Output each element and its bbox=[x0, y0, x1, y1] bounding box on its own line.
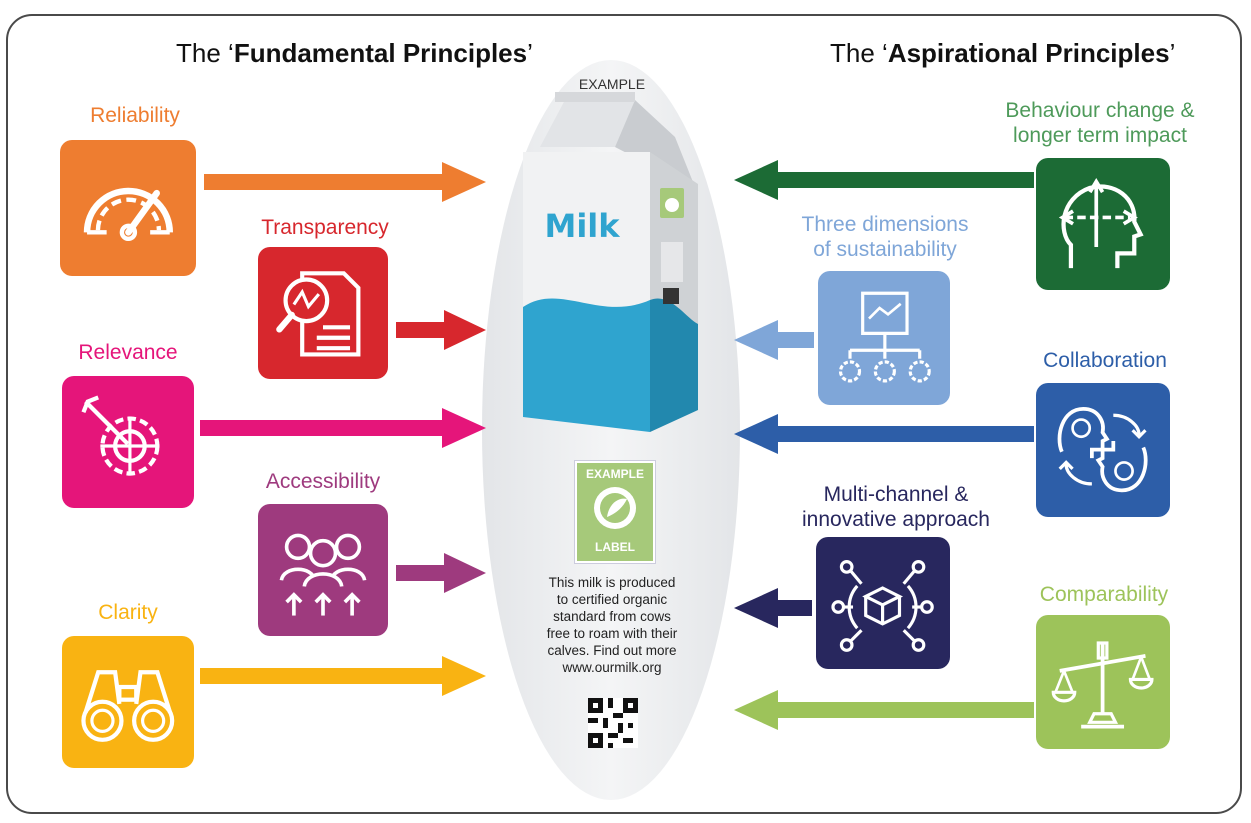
milk-carton-icon: Milk bbox=[523, 92, 698, 432]
accessibility-tile bbox=[258, 504, 388, 636]
scales-icon bbox=[1052, 641, 1154, 729]
reliability-arrow bbox=[204, 162, 486, 202]
relevance-arrow bbox=[200, 408, 486, 448]
fundamental-heading: The ‘Fundamental Principles’ bbox=[176, 38, 533, 68]
clarity-arrow bbox=[200, 656, 486, 696]
clarity-tile bbox=[62, 636, 194, 768]
reliability-tile bbox=[60, 140, 196, 276]
target-gear-icon bbox=[81, 395, 160, 476]
qr-code-icon bbox=[588, 698, 638, 748]
gauge-icon bbox=[83, 187, 173, 241]
behaviour-change-arrow bbox=[734, 160, 1034, 200]
label-top-text: EXAMPLE bbox=[585, 467, 644, 481]
comparability-tile bbox=[1036, 615, 1170, 749]
binoculars-icon bbox=[81, 670, 175, 743]
sustainability-arrow bbox=[734, 320, 814, 360]
comparability-label: Comparability bbox=[1039, 583, 1169, 606]
example-label-badge: EXAMPLE LABEL bbox=[575, 461, 655, 563]
document-gears-icon bbox=[839, 292, 931, 383]
sustainability-tile bbox=[818, 271, 950, 405]
transparency-tile bbox=[258, 247, 388, 379]
collaboration-arrow bbox=[734, 414, 1034, 454]
relevance-tile bbox=[62, 376, 194, 508]
clarity-label: Clarity bbox=[98, 601, 158, 624]
head-arrows-icon bbox=[1059, 178, 1144, 269]
behaviour-change-tile bbox=[1036, 158, 1170, 290]
label-bottom-text: LABEL bbox=[595, 540, 635, 554]
behaviour-change-label: Behaviour change &longer term impact bbox=[1005, 99, 1195, 147]
collaboration-label: Collaboration bbox=[1043, 349, 1167, 372]
comparability-arrow bbox=[734, 690, 1034, 730]
aspirational-heading: The ‘Aspirational Principles’ bbox=[830, 38, 1176, 68]
multi-channel-label: Multi-channel &innovative approach bbox=[802, 483, 990, 531]
multi-channel-arrow bbox=[734, 588, 812, 628]
reliability-label: Reliability bbox=[90, 104, 180, 127]
carton-brand-text: Milk bbox=[544, 207, 620, 245]
accessibility-label: Accessibility bbox=[265, 470, 381, 493]
collaboration-tile bbox=[1036, 383, 1170, 517]
two-heads-icon bbox=[1058, 407, 1148, 493]
product-description: This milk is produced to certified organ… bbox=[546, 575, 678, 675]
leaf-logo-icon bbox=[594, 487, 636, 529]
relevance-label: Relevance bbox=[78, 341, 178, 364]
outer-frame bbox=[6, 14, 1242, 814]
people-group-icon bbox=[279, 533, 367, 616]
multi-channel-tile bbox=[816, 537, 950, 669]
document-magnifier-icon bbox=[276, 271, 361, 357]
example-caption: EXAMPLE bbox=[578, 76, 646, 92]
box-network-icon bbox=[831, 560, 935, 653]
accessibility-arrow bbox=[396, 553, 486, 593]
transparency-arrow bbox=[396, 310, 486, 350]
transparency-label: Transparency bbox=[261, 216, 389, 239]
